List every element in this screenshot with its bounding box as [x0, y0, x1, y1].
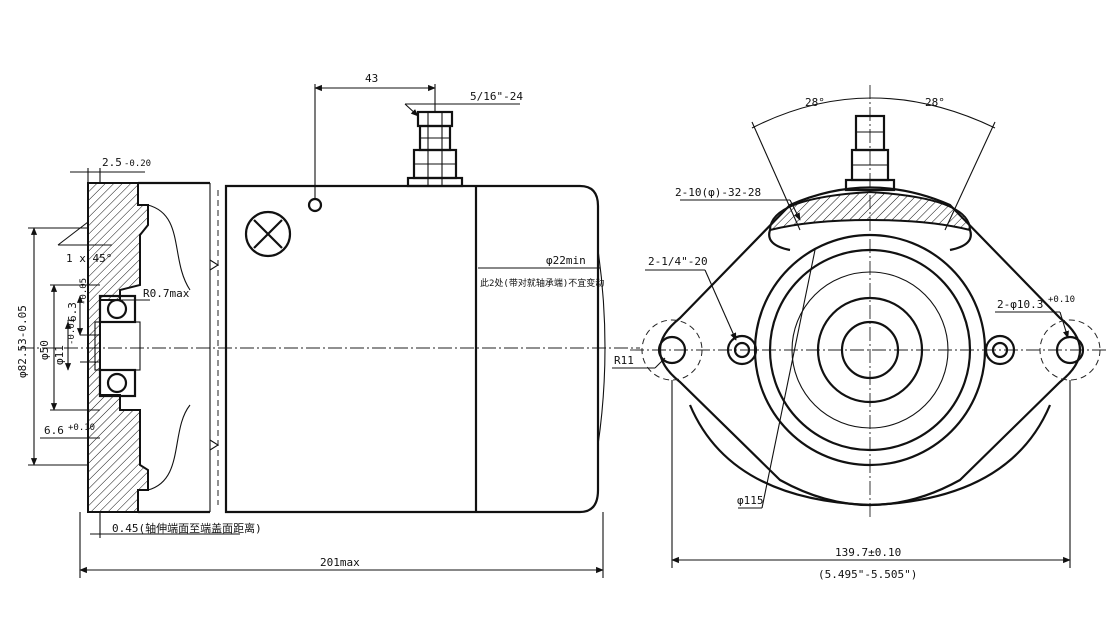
angle-left: 28° [805, 96, 825, 109]
terminal-stud [406, 110, 464, 188]
end-cap-section [87, 182, 149, 513]
dim-key: 6.6 [44, 424, 64, 437]
clearance-note: 0.45(轴伸端面至端盖面距离) [112, 521, 262, 535]
x-in-circle-icon [244, 210, 292, 258]
slot-spec: 2-10(φ)-32-28 [675, 186, 761, 199]
bolt-spacing-inch: (5.495"-5.505") [818, 568, 917, 581]
brush-note: 此2处(带对就轴承端)不宜变动 [480, 277, 604, 289]
cap-top-section [768, 190, 972, 232]
mount-hole-left [657, 335, 687, 365]
tapped-hole-right [984, 334, 1016, 366]
dim-overall-length: 201max [320, 556, 360, 569]
dim-flat: 6.3 [66, 302, 79, 322]
dim-shaft-tol: -0.01 [67, 318, 77, 345]
dim-brush-diameter: φ22min [546, 254, 586, 267]
mount-holes-tol: +0.10 [1048, 295, 1075, 305]
dim-43: 43 [365, 72, 378, 85]
mounting-flange [658, 186, 1082, 506]
terminal-stud-end [844, 114, 896, 192]
dim-thread: 5/16"-24 [470, 90, 523, 103]
dim-key-tol: +0.10 [68, 423, 95, 433]
dim-flange-tol: -0.20 [124, 159, 151, 169]
body-diameter: φ115 [737, 494, 764, 507]
motor-housing [224, 184, 600, 514]
side-view: 43 5/16"-24 2.5 -0.20 1 x 45° R0.7max φ8… [16, 72, 640, 578]
dim-shaft: φ11 [53, 345, 66, 365]
bolt-spacing: 139.7±0.10 [835, 546, 901, 559]
dim-bearing-bore: φ50 [38, 340, 51, 360]
dim-chamfer: 1 x 45° [66, 252, 112, 265]
dim-pilot: φ82.53-0.05 [16, 305, 29, 378]
vent-hole [307, 197, 323, 213]
mount-hole-right [1055, 335, 1085, 365]
mount-holes-note: 2-φ10.3 [997, 298, 1043, 311]
angle-right: 28° [925, 96, 945, 109]
dim-fillet: R0.7max [143, 287, 190, 300]
shaft-circle [840, 320, 900, 380]
dim-flange-thickness: 2.5 [102, 156, 122, 169]
dim-flat-tol: -0.05 [79, 278, 89, 305]
mount-radius: R11 [614, 354, 634, 367]
tapped-hole-left [726, 334, 758, 366]
end-view: 28° 28° 2-10(φ)-32-28 2-1/4"-20 R11 2-φ1… [612, 85, 1108, 581]
bearing [80, 294, 141, 398]
tapped-holes-note: 2-1/4"-20 [648, 255, 708, 268]
